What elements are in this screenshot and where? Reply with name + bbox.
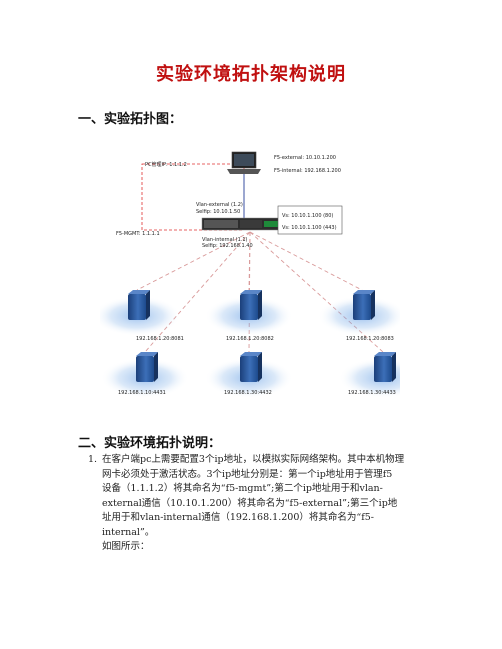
paragraph-line: 设备（1.1.1.2）将其命名为“f5-mgmt”;第二个ip地址用于和vlan… [102, 483, 383, 494]
section1-heading: 一、实验拓扑图： [78, 112, 183, 127]
server-icon [136, 356, 154, 382]
server-icon [128, 294, 146, 320]
server-node: 192.168.1.20:8082 [205, 290, 293, 342]
server-side [392, 352, 396, 382]
server-side [258, 290, 262, 320]
server-label: 192.168.1.10:4431 [118, 390, 166, 396]
figure-caption: 如图所示： [102, 541, 150, 552]
vlan-internal-label: Vlan-internal (1.1) [202, 237, 248, 243]
server-side [154, 352, 158, 382]
server-top [240, 352, 262, 356]
server-side [371, 290, 375, 320]
list-item-number: 1. [88, 454, 98, 465]
server-icon [353, 294, 371, 320]
laptop-icon [227, 151, 261, 174]
f5-mgmt-label: F5-MGMT: 1.1.1.1 [116, 231, 160, 237]
f5-internal-label: F5-internal: 192.168.1.200 [274, 168, 341, 174]
vs-box [277, 205, 343, 235]
section2-heading: 二、实验环境拓扑说明： [78, 436, 222, 451]
server-node: 192.168.1.30:4432 [205, 352, 293, 398]
server-label: 192.168.1.20:8083 [346, 336, 394, 342]
server-top [374, 352, 396, 356]
server-label: 192.168.1.30:4433 [348, 390, 396, 396]
f5-external-label: F5-external: 10.10.1.200 [274, 155, 336, 161]
server-node: 192.168.1.30:4433 [339, 352, 400, 398]
server-top [240, 290, 262, 294]
server-node: 192.168.1.20:8081 [100, 290, 184, 342]
selfip-internal-label: Selfip: 192.168.1.40 [202, 243, 253, 249]
server-side [258, 352, 262, 382]
doc-title: 实验环境拓扑架构说明 [156, 64, 346, 85]
vs-80-label: Vs: 10.10.1.100 (80) [282, 213, 333, 219]
pc-mgmt-label: PC管理IP: 1.1.1.2 [145, 161, 187, 168]
vlan-external-label: Vlan-external (1.2) [196, 202, 243, 208]
server-top [353, 290, 375, 294]
topology-diagram: 192.168.1.20:8081 192.168.1.20:8082 192.16… [100, 151, 400, 398]
selfip-external-label: Selfip: 10.10.1.50 [196, 209, 240, 215]
server-icon [374, 356, 392, 382]
server-icon [240, 356, 258, 382]
paragraph-line: external通信（10.10.1.200）将其命名为“f5-external… [102, 497, 398, 509]
paragraph-line: 网卡必须处于激活状态。3个ip地址分别是：第一个ip地址用于管理f5 [102, 468, 393, 480]
server-icon [240, 294, 258, 320]
server-node: 192.168.1.10:4431 [101, 352, 189, 398]
server-label: 192.168.1.20:8081 [136, 336, 184, 342]
paragraph-line: 址用于和vlan-internal通信（192.168.1.200）将其命名为“… [102, 512, 374, 523]
paragraph-line: 在客户端pc上需要配置3个ip地址，以模拟实际网络架构。其中本机物理 [102, 454, 405, 465]
vs-443-label: Vs: 10.10.1.100 (443) [282, 225, 337, 231]
server-top [128, 290, 150, 294]
description-paragraph: 在客户端pc上需要配置3个ip地址，以模拟实际网络架构。其中本机物理 网卡必须处… [102, 453, 442, 555]
server-side [146, 290, 150, 320]
server-top [136, 352, 158, 356]
server-label: 192.168.1.30:4432 [224, 390, 272, 396]
server-node: 192.168.1.20:8083 [318, 290, 400, 342]
server-label: 192.168.1.20:8082 [226, 336, 274, 342]
paragraph-line: internal”。 [102, 526, 155, 538]
